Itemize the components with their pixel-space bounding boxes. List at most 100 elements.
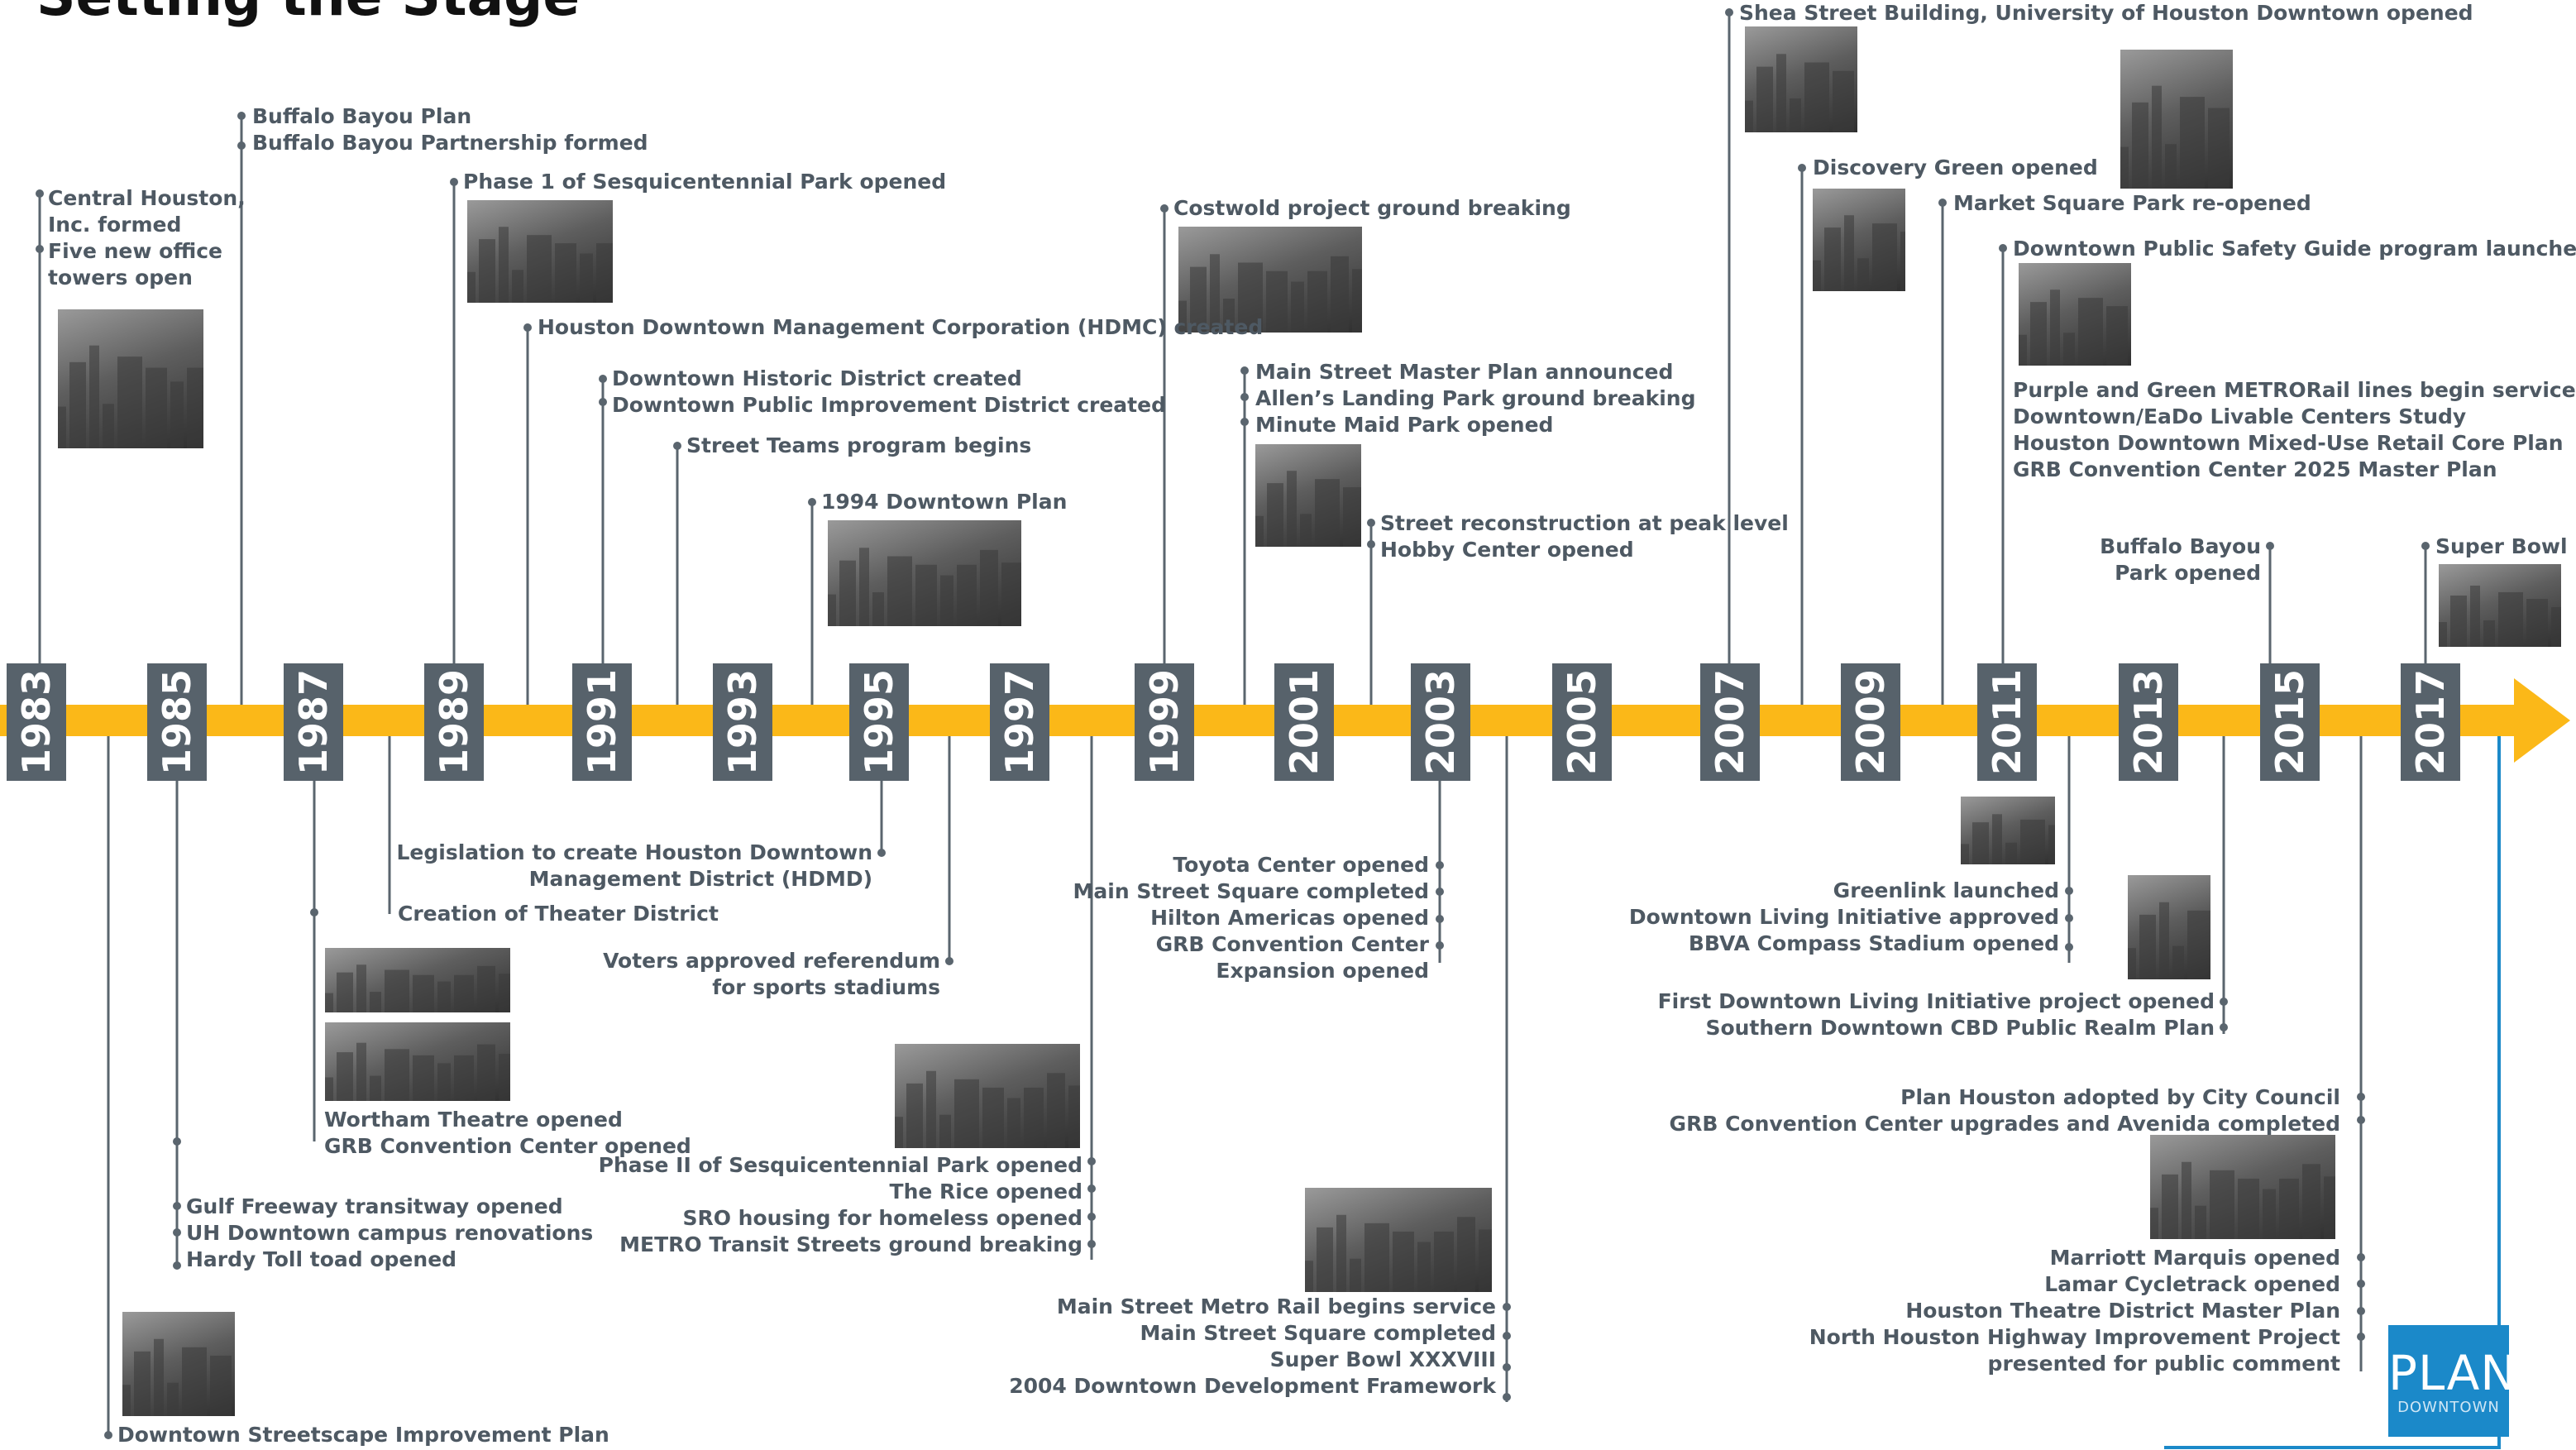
- event-text: Buffalo Bayou Plan: [252, 104, 472, 128]
- year-label: 1995: [857, 668, 901, 776]
- event-text: Buffalo Bayou Partnership formed: [252, 131, 648, 155]
- event-text: Lamar Cycletrack opened: [2044, 1272, 2340, 1296]
- photo-silhouette: [58, 345, 203, 448]
- leader-dot: [36, 245, 44, 253]
- year-box-1989: 1989: [424, 663, 484, 781]
- event-text: Plan Houston adopted by City Council: [1900, 1085, 2340, 1109]
- logo-main: PLAN: [2388, 1345, 2517, 1401]
- event-text: Downtown Living Initiative approved: [1628, 905, 2059, 929]
- year-label: 1985: [155, 668, 199, 776]
- photo-silhouette: [1305, 1214, 1492, 1292]
- event-text: Super Bowl LI: [2435, 534, 2576, 558]
- event-text: Houston Downtown Management Corporation …: [538, 315, 1264, 339]
- photo-silhouette: [325, 964, 510, 1012]
- event-photo: [2019, 263, 2131, 366]
- year-box-2007: 2007: [1700, 663, 1760, 781]
- year-box-2011: 2011: [1977, 663, 2037, 781]
- event-text: Main Street Master Plan announced: [1255, 360, 1674, 384]
- leader-dot: [808, 498, 816, 506]
- leader-dot: [1087, 1213, 1096, 1221]
- plan-downtown-logo: PLAN DOWNTOWN: [2388, 1325, 2517, 1437]
- leader-dot: [237, 112, 246, 120]
- year-box-2017: 2017: [2401, 663, 2460, 781]
- event-text: UH Downtown campus renovations: [186, 1221, 594, 1245]
- event-photo: [1813, 189, 1905, 291]
- leader-dot: [237, 141, 246, 150]
- year-box-2015: 2015: [2260, 663, 2320, 781]
- event-photo: [467, 200, 613, 303]
- leader-dot: [673, 442, 681, 450]
- leader-dot: [1087, 1157, 1096, 1165]
- leader-dot: [1436, 941, 1444, 950]
- event-label-e2007: Shea Street Building, University of Hous…: [1739, 0, 2473, 26]
- event-text: 1994 Downtown Plan: [821, 490, 1068, 514]
- event-text: Expansion opened: [1216, 959, 1429, 983]
- year-box-1991: 1991: [572, 663, 632, 781]
- leader-dot: [2065, 887, 2073, 895]
- photo-silhouette: [122, 1338, 232, 1416]
- year-label: 1999: [1142, 668, 1187, 776]
- year-label: 2017: [2408, 668, 2453, 776]
- event-text: Main Street Metro Rail begins service: [1056, 1294, 1496, 1318]
- event-label-e1994: 1994 Downtown Plan: [821, 489, 1067, 515]
- event-text: Hardy Toll toad opened: [186, 1247, 457, 1271]
- event-photo: [58, 309, 203, 448]
- event-text: Market Square Park re-opened: [1953, 191, 2311, 215]
- year-label: 2013: [2126, 668, 2171, 776]
- year-label: 1989: [432, 668, 476, 776]
- photo-silhouette: [2128, 902, 2210, 979]
- year-box-1995: 1995: [849, 663, 909, 781]
- event-label-e1998: Phase II of Sesquicentennial Park opened…: [599, 1152, 1082, 1258]
- leader-dot: [2357, 1253, 2365, 1261]
- leader-dot: [1938, 199, 1947, 207]
- leader-dot: [2357, 1280, 2365, 1288]
- event-text: Phase 1 of Sesquicentennial Park opened: [463, 170, 947, 194]
- photo-silhouette: [1255, 471, 1361, 547]
- photo-silhouette: [2439, 586, 2561, 647]
- year-label: 2003: [1418, 668, 1463, 776]
- year-box-1993: 1993: [713, 663, 772, 781]
- leader-dot: [173, 1137, 181, 1146]
- event-text: Shea Street Building, University of Hous…: [1739, 1, 2473, 25]
- leader-dot: [1436, 915, 1444, 923]
- year-box-1999: 1999: [1135, 663, 1194, 781]
- event-photo: [1178, 227, 1362, 333]
- page-title: Setting the Stage: [36, 0, 580, 30]
- leader-dot: [1999, 244, 2007, 252]
- year-label: 2015: [2268, 668, 2312, 776]
- event-text: METRO Transit Streets ground breaking: [619, 1232, 1082, 1256]
- photo-silhouette: [325, 1042, 510, 1101]
- leader-dot: [1798, 164, 1806, 172]
- leader-dot: [173, 1202, 181, 1210]
- event-label-e1990: Houston Downtown Management Corporation …: [538, 314, 1263, 341]
- year-box-1997: 1997: [990, 663, 1049, 781]
- year-label: 2005: [1560, 668, 1604, 776]
- event-photo: [2150, 1135, 2335, 1239]
- event-photo: [828, 520, 1021, 626]
- event-text: Creation of Theater District: [398, 902, 719, 926]
- leader-dot: [104, 1431, 112, 1439]
- leader-dot: [1240, 366, 1249, 375]
- event-text: Street Teams program begins: [686, 433, 1032, 457]
- year-label: 1997: [997, 668, 1042, 776]
- event-photo: [1745, 26, 1857, 132]
- event-text: Legislation to create Houston Downtown: [396, 840, 872, 864]
- event-text: BBVA Compass Stadium opened: [1688, 931, 2059, 955]
- leader-dot: [1503, 1363, 1511, 1371]
- event-text: Gulf Freeway transitway opened: [186, 1194, 563, 1218]
- year-label: 1983: [14, 668, 59, 776]
- event-label-e2011b: Purple and Green METRORail lines begin s…: [2013, 377, 2576, 483]
- photo-silhouette: [1961, 814, 2055, 864]
- event-text: Main Street Square completed: [1140, 1321, 1497, 1345]
- leader-dot: [1367, 540, 1375, 548]
- leader-dot: [2421, 542, 2430, 550]
- photo-silhouette: [467, 227, 613, 303]
- year-box-2009: 2009: [1841, 663, 1900, 781]
- leader-dot: [2220, 1023, 2228, 1031]
